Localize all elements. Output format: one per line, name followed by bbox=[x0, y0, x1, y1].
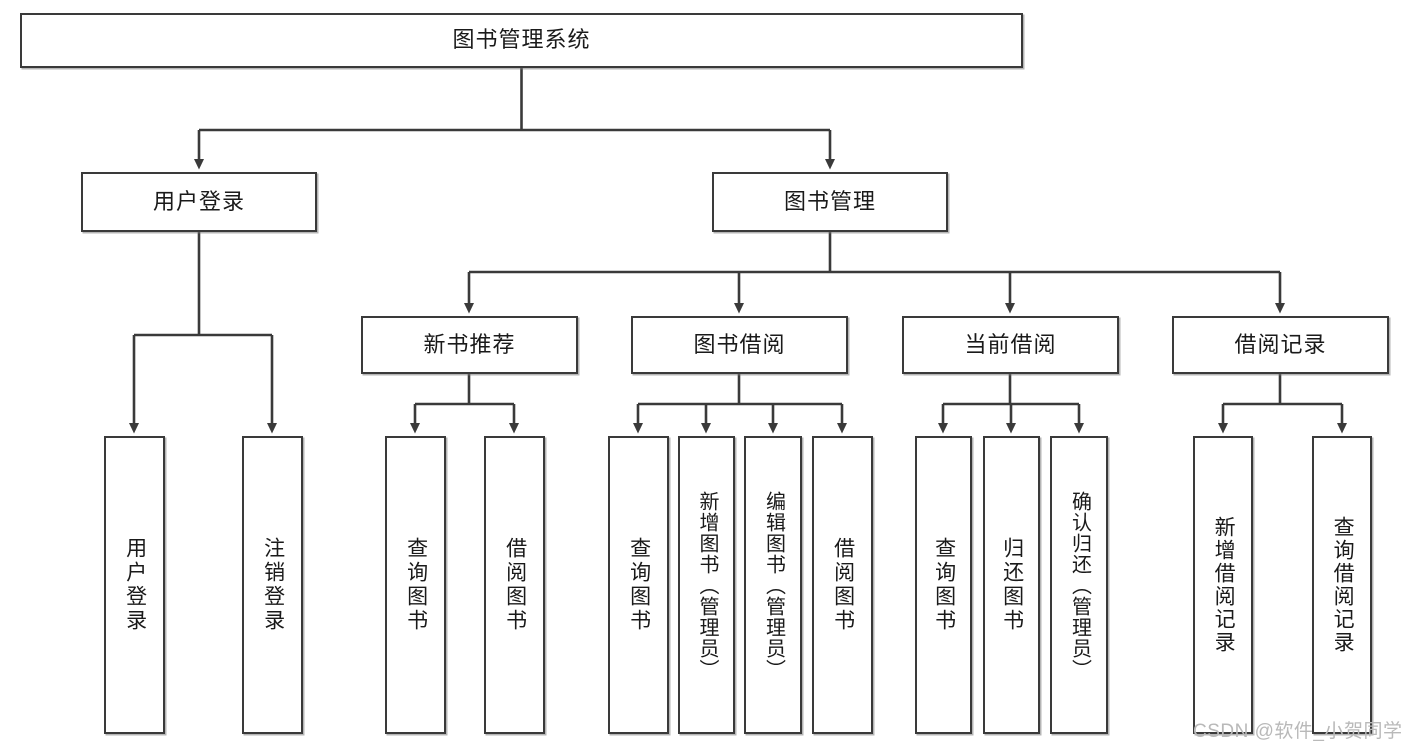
node-leaf-edit-book-label: 编辑图书（管理员） bbox=[762, 490, 785, 680]
node-leaf-logout-label: 注销登录 bbox=[261, 537, 285, 633]
node-leaf-confirm-return-label: 确认归还（管理员） bbox=[1068, 490, 1091, 680]
node-leaf-query-book-2[interactable]: 查询图书 bbox=[608, 436, 669, 734]
node-leaf-query-book-1[interactable]: 查询图书 bbox=[385, 436, 446, 734]
node-leaf-edit-book[interactable]: 编辑图书（管理员） bbox=[744, 436, 802, 734]
node-leaf-borrow-book-1[interactable]: 借阅图书 bbox=[484, 436, 545, 734]
node-new-book-recommend-label: 新书推荐 bbox=[423, 331, 516, 357]
node-book-borrow[interactable]: 图书借阅 bbox=[631, 316, 848, 374]
node-leaf-user-login-label: 用户登录 bbox=[123, 537, 147, 633]
node-leaf-add-book[interactable]: 新增图书（管理员） bbox=[678, 436, 735, 734]
node-leaf-confirm-return[interactable]: 确认归还（管理员） bbox=[1050, 436, 1108, 734]
node-user-login[interactable]: 用户登录 bbox=[81, 172, 317, 232]
node-leaf-add-book-label: 新增图书（管理员） bbox=[696, 490, 718, 680]
node-leaf-borrow-book-2-label: 借阅图书 bbox=[831, 537, 855, 633]
node-book-borrow-label: 图书借阅 bbox=[693, 331, 786, 357]
node-leaf-query-record-label: 查询借阅记录 bbox=[1331, 516, 1355, 654]
node-root-label: 图书管理系统 bbox=[452, 27, 591, 53]
node-leaf-query-record[interactable]: 查询借阅记录 bbox=[1312, 436, 1372, 734]
node-leaf-query-book-3-label: 查询图书 bbox=[932, 537, 956, 633]
node-leaf-borrow-book-1-label: 借阅图书 bbox=[503, 537, 527, 633]
node-leaf-return-book-label: 归还图书 bbox=[1000, 537, 1024, 633]
node-user-login-label: 用户登录 bbox=[152, 188, 245, 214]
node-leaf-add-record[interactable]: 新增借阅记录 bbox=[1193, 436, 1253, 734]
node-current-borrow-label: 当前借阅 bbox=[964, 331, 1057, 357]
node-leaf-query-book-2-label: 查询图书 bbox=[627, 537, 651, 633]
node-leaf-add-record-label: 新增借阅记录 bbox=[1212, 516, 1236, 654]
csdn-watermark: CSDN @软件_小贺同学 bbox=[1193, 721, 1403, 742]
node-leaf-query-book-1-label: 查询图书 bbox=[404, 537, 428, 633]
node-new-book-recommend[interactable]: 新书推荐 bbox=[361, 316, 578, 374]
node-current-borrow[interactable]: 当前借阅 bbox=[902, 316, 1119, 374]
node-leaf-logout[interactable]: 注销登录 bbox=[242, 436, 303, 734]
node-book-manage[interactable]: 图书管理 bbox=[712, 172, 948, 232]
node-leaf-return-book[interactable]: 归还图书 bbox=[983, 436, 1040, 734]
node-root[interactable]: 图书管理系统 bbox=[20, 13, 1023, 68]
node-leaf-borrow-book-2[interactable]: 借阅图书 bbox=[812, 436, 873, 734]
node-borrow-record[interactable]: 借阅记录 bbox=[1172, 316, 1389, 374]
node-leaf-query-book-3[interactable]: 查询图书 bbox=[915, 436, 972, 734]
node-borrow-record-label: 借阅记录 bbox=[1234, 331, 1327, 357]
node-leaf-user-login[interactable]: 用户登录 bbox=[104, 436, 165, 734]
node-book-manage-label: 图书管理 bbox=[783, 188, 876, 214]
